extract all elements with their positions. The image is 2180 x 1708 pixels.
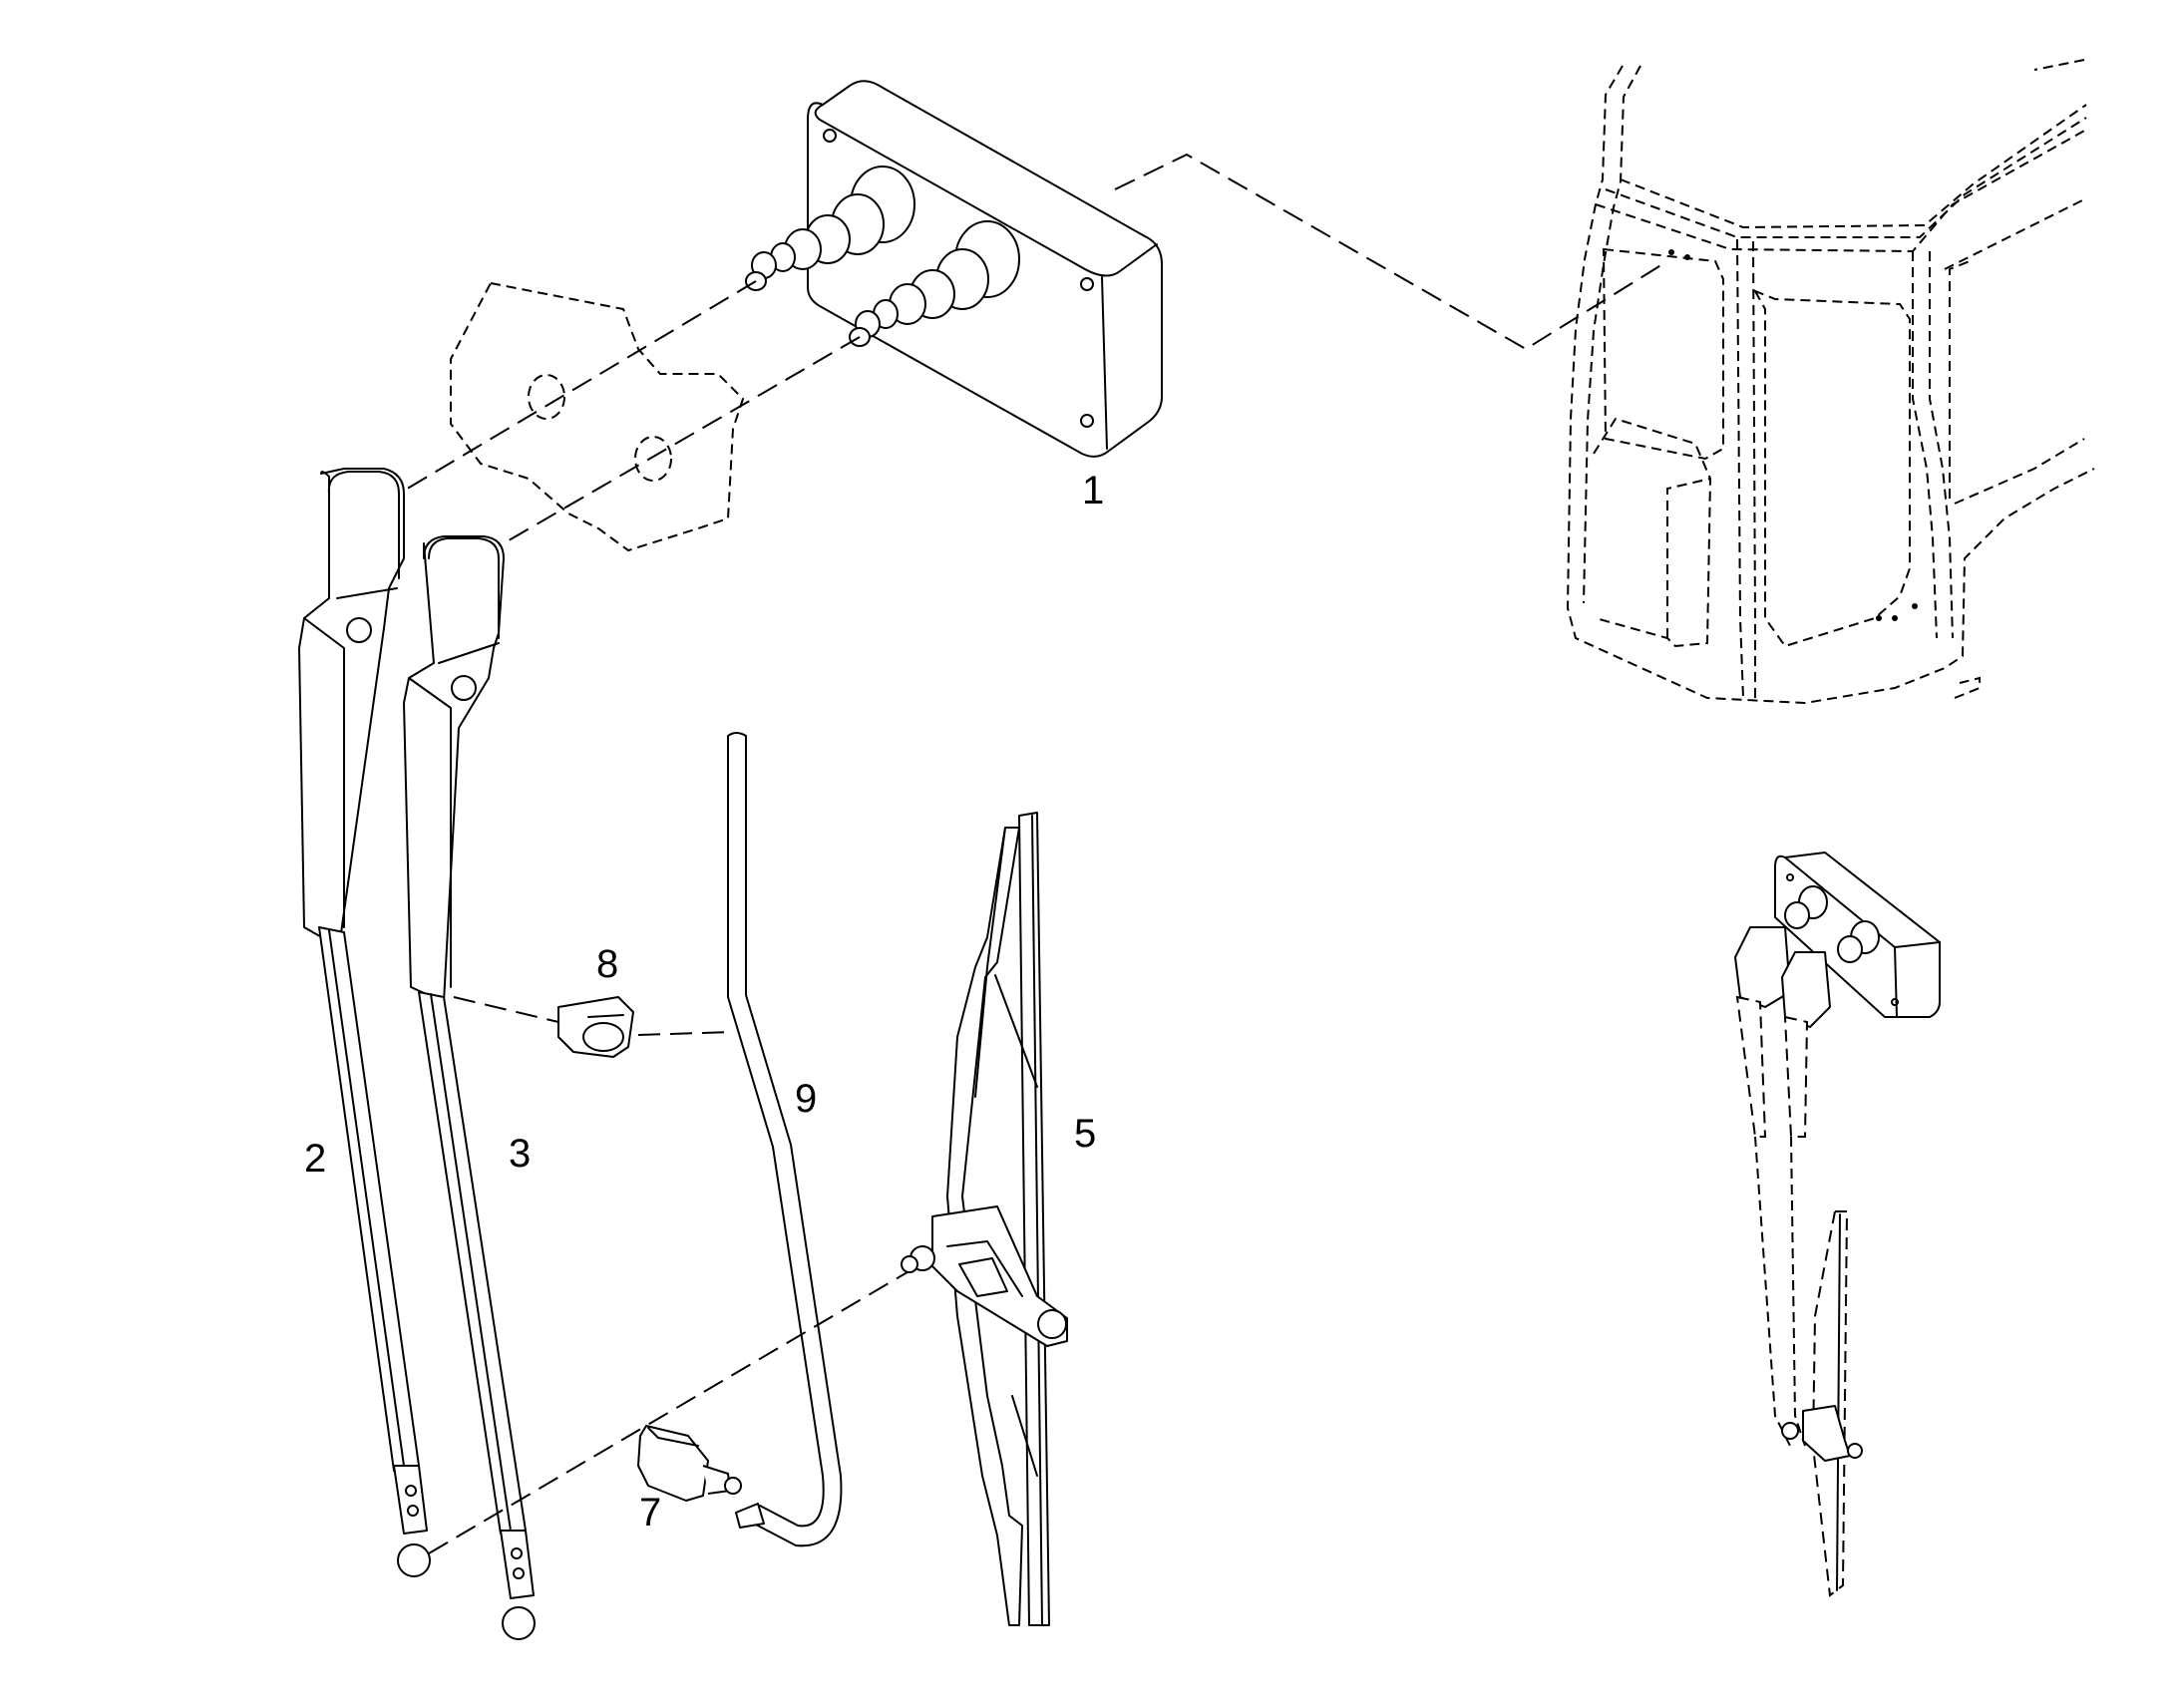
label-item-2: 2 [304, 1137, 326, 1181]
label-item-5: 5 [1074, 1112, 1096, 1156]
wiper-blade [901, 812, 1068, 1626]
installed-view-inset [1734, 852, 1941, 1597]
wiper-motor-assembly [745, 80, 1163, 458]
leader-clip-to-hose [637, 1031, 734, 1036]
label-item-1: 1 [1082, 469, 1104, 512]
item-labels: 1 2 3 5 7 8 9 [304, 469, 1104, 1535]
label-item-7: 7 [639, 1491, 661, 1535]
cab-phantom [1566, 59, 2095, 705]
washer-hose [727, 732, 843, 1547]
gasket-phantom [450, 281, 745, 552]
motor-to-cab-leader [1114, 153, 1668, 351]
leader-lower-shaft [503, 336, 861, 544]
wiper-arm-right [403, 535, 536, 1640]
leader-arm-to-clip [453, 996, 559, 1023]
label-item-8: 8 [596, 942, 618, 986]
hose-clip [557, 996, 634, 1058]
label-item-9: 9 [795, 1077, 817, 1121]
label-item-3: 3 [509, 1132, 531, 1176]
wiper-arm-left [298, 468, 431, 1577]
washer-nozzle [637, 1425, 742, 1502]
leader-upper-shaft [398, 280, 757, 495]
